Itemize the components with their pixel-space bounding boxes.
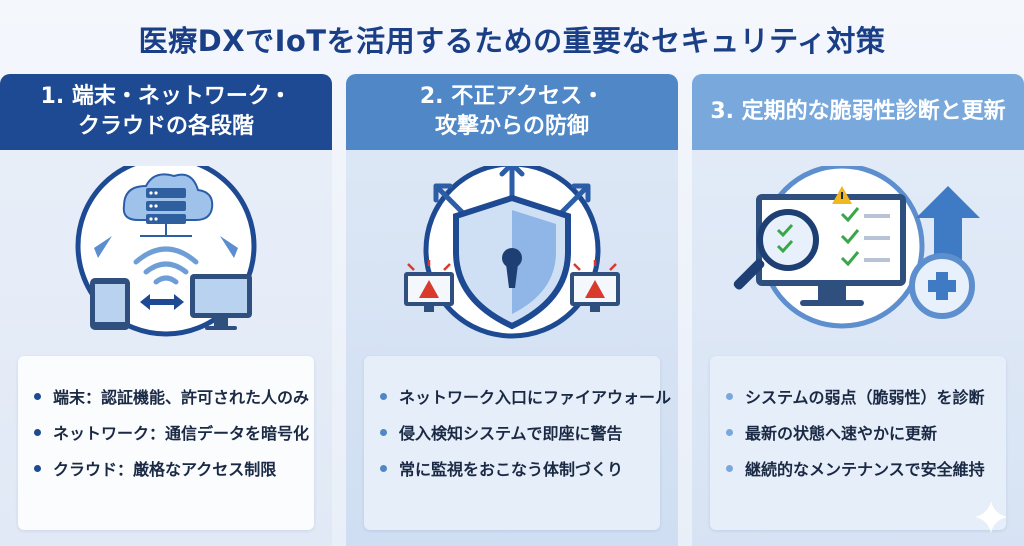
section-header: 1. 端末・ネットワーク・ クラウドの各段階 (0, 74, 332, 150)
list-item: 継続的なメンテナンスで安全維持 (726, 450, 1006, 486)
bullet-icon (726, 464, 733, 472)
section-endpoint-network-cloud: 1. 端末・ネットワーク・ クラウドの各段階 (0, 74, 332, 546)
section-heading-line: 2. 不正アクセス・ (419, 84, 605, 109)
monitor-icon (190, 274, 252, 330)
list-item: 端末：認証機能、許可された人のみ (34, 378, 314, 414)
list-item: 侵入検知システムで即座に警告 (380, 414, 660, 450)
section-header: 2. 不正アクセス・ 攻撃からの防御 (346, 74, 678, 150)
bullet-icon (726, 428, 733, 436)
tablet-icon (90, 278, 130, 330)
measures-card: システムの弱点（脆弱性）を診断 最新の状態へ速やかに更新 継続的なメンテナンスで… (710, 356, 1006, 530)
measures-card: 端末：認証機能、許可された人のみ ネットワーク：通信データを暗号化 クラウド：厳… (18, 356, 314, 530)
warning-icon (832, 186, 852, 204)
bullet-icon (380, 392, 387, 400)
refresh-plus-icon (909, 253, 975, 319)
cycle-arrows-icon (94, 236, 238, 258)
list-item: 最新の状態へ速やかに更新 (726, 414, 1006, 450)
bullet-icon (34, 464, 41, 472)
defense-illustration (404, 166, 620, 339)
update-arrow-icon (916, 186, 980, 278)
measures-card: ネットワーク入口にファイアウォール 侵入検知システムで即座に警告 常に監視をおこ… (364, 356, 671, 530)
section-vulnerability-assessment: 3. 定期的な脆弱性診断と更新 (692, 74, 1024, 546)
bullet-icon (380, 428, 387, 436)
page-title: 医療DXでIoTを活用するための重要なセキュリティ対策 (138, 24, 886, 58)
wifi-icon (133, 246, 199, 285)
alert-monitor-icon (404, 260, 454, 312)
list-item: システムの弱点（脆弱性）を診断 (726, 378, 1006, 414)
bullet-icon (380, 464, 387, 472)
cloud-server-icon (122, 173, 214, 237)
magnifier-checklist-icon (733, 209, 819, 290)
section-unauthorized-access-defense: 2. 不正アクセス・ 攻撃からの防御 (346, 74, 678, 546)
section-heading-line: 3. 定期的な脆弱性診断と更新 (710, 99, 1006, 124)
sparkle-icon (975, 501, 1007, 533)
list-item: クラウド：厳格なアクセス制限 (34, 450, 314, 486)
list-item: ネットワーク入口にファイアウォール (380, 378, 671, 414)
section-heading-line: クラウドの各段階 (77, 114, 254, 139)
exchange-arrow-icon (140, 294, 184, 310)
vulnerability-illustration (733, 166, 980, 329)
endpoint-network-cloud-illustration (75, 166, 257, 337)
section-header: 3. 定期的な脆弱性診断と更新 (692, 74, 1024, 150)
bullet-icon (726, 392, 733, 400)
bullet-icon (34, 428, 41, 436)
section-heading-line: 攻撃からの防御 (434, 114, 589, 139)
bullet-icon (34, 392, 41, 400)
section-heading-line: 1. 端末・ネットワーク・ (40, 84, 292, 109)
list-item: ネットワーク：通信データを暗号化 (34, 414, 314, 450)
alert-monitor-icon (570, 260, 620, 312)
list-item: 常に監視をおこなう体制づくり (380, 450, 660, 486)
shield-lock-icon (453, 194, 571, 330)
